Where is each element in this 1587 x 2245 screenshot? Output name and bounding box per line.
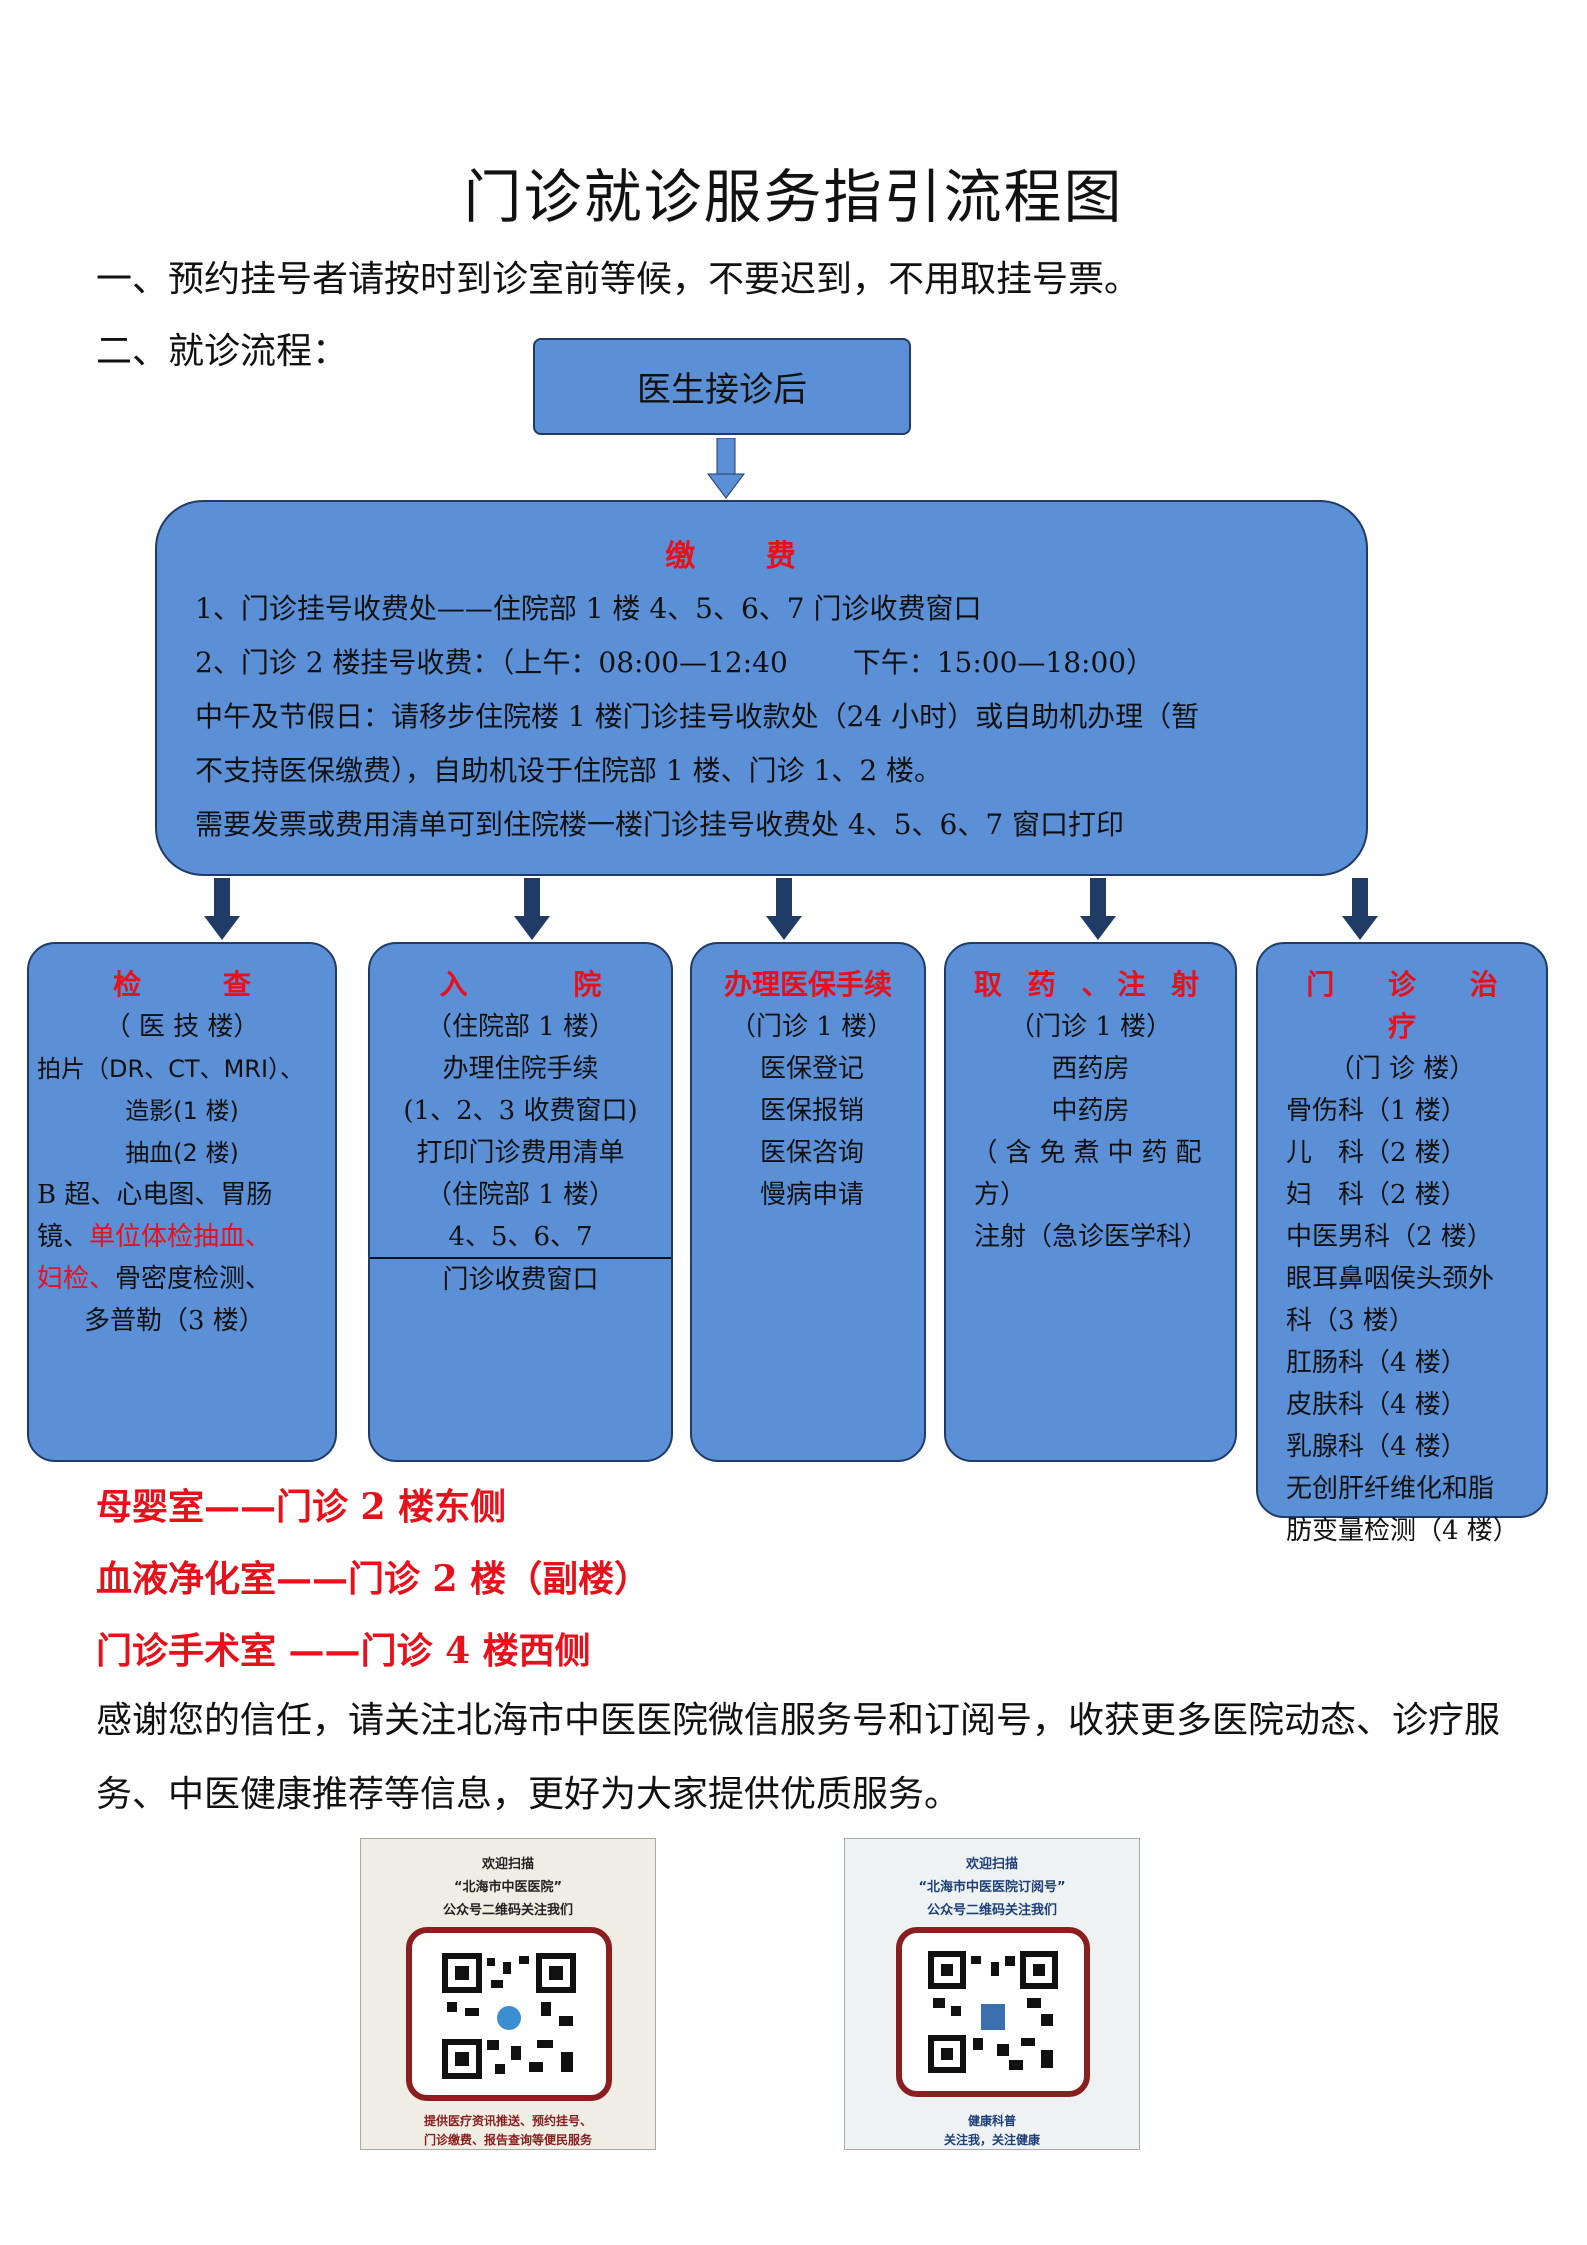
payment-line-2: 2、门诊 2 楼挂号收费：（上午：08:00—12:40 下午：15:00—18…	[195, 646, 1155, 679]
exam-box: 检 查 （ 医 技 楼） 拍片（DR、CT、MRI）、 造影(1 楼) 抽血(2…	[27, 942, 337, 1462]
pharmacy-line-4: （含免煮中药配	[971, 1138, 1210, 1168]
admission-line-5: （住院部 1 楼）	[425, 1180, 616, 1210]
exam-location: （ 医 技 楼）	[104, 1012, 260, 1042]
room-note-maternity: 母婴室——门诊 2 楼东侧	[96, 1486, 507, 1528]
intro-appointment-note: 一、预约挂号者请按时到诊室前等候，不要迟到，不用取挂号票。	[96, 259, 1141, 300]
qr-code-icon	[896, 1927, 1090, 2097]
payment-line-4: 不支持医保缴费），自助机设于住院部 1 楼、门诊 1、2 楼。	[195, 754, 943, 787]
arrow-down-icon	[1080, 878, 1116, 940]
exam-line-5: 镜、单位体检抽血、	[29, 1216, 335, 1258]
page-title: 门诊就诊服务指引流程图	[463, 163, 1124, 231]
payment-box: 缴 费 1、门诊挂号收费处——住院部 1 楼 4、5、6、7 门诊收费窗口 2、…	[155, 500, 1368, 876]
pharmacy-line-3: 中药房	[1051, 1096, 1130, 1126]
clinic-line-2: 骨伤科（1 楼）	[1286, 1096, 1467, 1126]
pharmacy-line-1: （门诊 1 楼）	[1008, 1012, 1173, 1042]
arrow-down-icon	[1342, 878, 1378, 940]
exam-line-3: 抽血(2 楼)	[125, 1139, 239, 1167]
room-note-dialysis: 血液净化室——门诊 2 楼（副楼）	[96, 1558, 651, 1600]
qr-right-line-1: 欢迎扫描	[965, 1857, 1018, 1872]
admission-line-2: 办理住院手续	[442, 1054, 599, 1084]
insurance-line-4: 医保咨询	[760, 1138, 865, 1168]
intro-process-label: 二、就诊流程：	[96, 331, 349, 372]
clinic-line-1: （门 诊 楼）	[1328, 1054, 1476, 1084]
admission-heading: 入 院	[439, 968, 650, 1001]
payment-line-1: 1、门诊挂号收费处——住院部 1 楼 4、5、6、7 门诊收费窗口	[195, 592, 982, 625]
exam-line-6-text: 骨密度检测、	[115, 1264, 272, 1294]
qr-left-line-3: 公众号二维码关注我们	[442, 1903, 573, 1918]
clinic-line-9: 皮肤科（4 楼）	[1286, 1390, 1467, 1420]
payment-line-3: 中午及节假日：请移步住院楼 1 楼门诊挂号收款处（24 小时）或自助机办理（暂	[195, 700, 1200, 733]
admission-line-4: 打印门诊费用清单	[416, 1138, 625, 1168]
clinic-line-8: 肛肠科（4 楼）	[1286, 1348, 1467, 1378]
doctor-consult-box: 医生接诊后	[533, 338, 911, 435]
clinic-box: 门 诊 治 疗 （门 诊 楼） 骨伤科（1 楼） 儿 科（2 楼） 妇 科（2 …	[1256, 942, 1548, 1546]
arrow-down-icon	[514, 878, 550, 940]
arrow-down-icon	[707, 438, 745, 499]
clinic-heading: 门 诊 治 疗	[1306, 968, 1520, 1043]
pharmacy-line-6: 注射（急诊医学科）	[974, 1222, 1209, 1252]
exam-line-5-text: 镜、	[37, 1222, 90, 1252]
clinic-line-4: 妇 科（2 楼）	[1286, 1180, 1467, 1210]
exam-line-6: 妇检、骨密度检测、	[29, 1258, 335, 1300]
insurance-line-1: （门诊 1 楼）	[730, 1012, 894, 1042]
qr-right-footer-1: 健康科普	[967, 2114, 1016, 2128]
admission-line-1: （住院部 1 楼）	[425, 1012, 616, 1042]
qr-card-subscription: 欢迎扫描 “北海市中医医院订阅号” 公众号二维码关注我们 健康科普 关注我，关注…	[844, 1838, 1140, 2150]
qr-right-line-3: 公众号二维码关注我们	[926, 1903, 1057, 1918]
clinic-line-6: 眼耳鼻咽侯头颈外	[1286, 1264, 1495, 1294]
admission-line-3: (1、2、3 收费窗口)	[403, 1096, 638, 1126]
exam-line-5-highlight: 单位体检抽血、	[89, 1222, 272, 1252]
thanks-paragraph: 感谢您的信任，请关注北海市中医医院微信服务号和订阅号，收获更多医院动态、诊疗服务…	[96, 1700, 1501, 1815]
qr-right-footer-2: 关注我，关注健康	[943, 2133, 1040, 2147]
payment-line-5: 需要发票或费用清单可到住院楼一楼门诊挂号收费处 4、5、6、7 窗口打印	[195, 808, 1125, 841]
clinic-line-7: 科（3 楼）	[1286, 1306, 1415, 1336]
qr-right-line-2: “北海市中医医院订阅号”	[918, 1880, 1066, 1895]
exam-line-7: 多普勒（3 楼）	[84, 1306, 265, 1336]
insurance-line-5: 慢病申请	[760, 1180, 865, 1210]
pharmacy-box: 取 药 、注 射 （门诊 1 楼） 西药房 中药房 （含免煮中药配 方） 注射（…	[944, 942, 1237, 1462]
qr-left-line-2: “北海市中医医院”	[453, 1880, 563, 1895]
exam-line-4: B 超、心电图、胃肠	[37, 1180, 273, 1210]
qr-left-footer-2: 门诊缴费、报告查询等便民服务	[423, 2133, 592, 2147]
room-note-surgery: 门诊手术室 ——门诊 4 楼西侧	[96, 1630, 591, 1672]
clinic-line-3: 儿 科（2 楼）	[1286, 1138, 1467, 1168]
admission-line-7: 门诊收费窗口	[370, 1257, 671, 1301]
pharmacy-line-5: 方）	[974, 1180, 1027, 1210]
admission-box: 入 院 （住院部 1 楼） 办理住院手续 (1、2、3 收费窗口) 打印门诊费用…	[368, 942, 673, 1462]
exam-line-6-highlight: 妇检、	[37, 1264, 116, 1294]
insurance-heading: 办理医保手续	[723, 968, 892, 1001]
qr-code-icon	[406, 1927, 612, 2101]
insurance-line-3: 医保报销	[760, 1096, 865, 1126]
exam-line-1: 拍片（DR、CT、MRI）、	[37, 1055, 305, 1083]
qr-left-line-1: 欢迎扫描	[481, 1857, 534, 1872]
admission-line-6: 4、5、6、7	[448, 1222, 593, 1252]
clinic-line-10: 乳腺科（4 楼）	[1286, 1432, 1467, 1462]
exam-line-2: 造影(1 楼)	[125, 1097, 239, 1125]
pharmacy-line-2: 西药房	[1051, 1054, 1130, 1084]
clinic-line-11: 无创肝纤维化和脂	[1286, 1474, 1495, 1504]
qr-left-footer-1: 提供医疗资讯推送、预约挂号、	[423, 2114, 592, 2128]
exam-heading: 检 查	[113, 968, 287, 1001]
arrow-down-icon	[204, 878, 240, 940]
pharmacy-heading: 取 药 、注 射	[973, 968, 1208, 1001]
qr-card-service: 欢迎扫描 “北海市中医医院” 公众号二维码关注我们 提供医疗资讯推送、预约挂号、…	[360, 1838, 656, 2150]
payment-heading: 缴 费	[665, 539, 826, 574]
arrow-down-icon	[766, 878, 802, 940]
insurance-box: 办理医保手续 （门诊 1 楼） 医保登记 医保报销 医保咨询 慢病申请	[690, 942, 926, 1462]
clinic-line-5: 中医男科（2 楼）	[1286, 1222, 1493, 1252]
clinic-line-12: 肪变量检测（4 楼）	[1286, 1516, 1519, 1546]
insurance-line-2: 医保登记	[760, 1054, 865, 1084]
